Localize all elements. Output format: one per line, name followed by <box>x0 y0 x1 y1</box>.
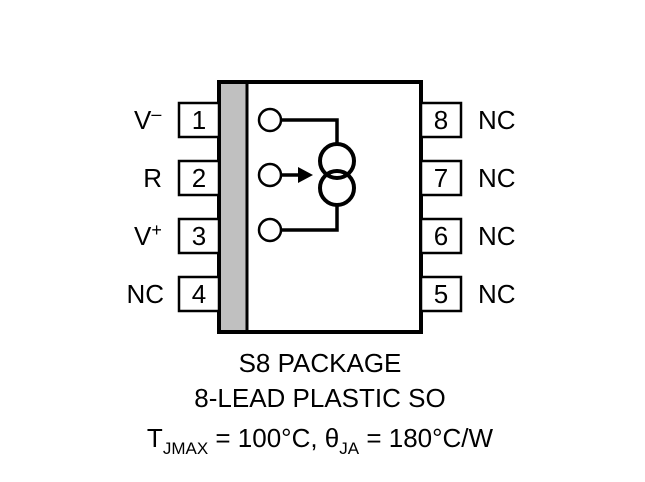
pin-label-2: R <box>143 163 162 193</box>
pin-number-7: 7 <box>434 163 448 193</box>
pin-number-5: 5 <box>434 279 448 309</box>
pin-box-1 <box>177 101 221 139</box>
pin-number-4: 4 <box>192 279 206 309</box>
pin-label-7: NC <box>478 163 516 193</box>
pin-box-8 <box>419 101 463 139</box>
pin-box-4 <box>177 275 221 313</box>
thermal-theta-symbol: θ <box>325 423 339 453</box>
terminal-circle-1 <box>257 107 283 133</box>
thermal-theta-value: = 180°C/W <box>359 423 493 453</box>
pin-number-2: 2 <box>192 163 206 193</box>
pin-label-1-main: V <box>134 105 152 135</box>
pin-number-6: 6 <box>434 221 448 251</box>
thermal-t-value: = 100°C, <box>208 423 325 453</box>
terminal-circle-3 <box>257 217 283 243</box>
adjust-arrowhead-icon <box>298 167 313 183</box>
thermal-t-subscript: JMAX <box>163 439 208 458</box>
current-source-lower-ring <box>318 169 356 207</box>
pin-label-3-main: V <box>134 221 152 251</box>
pin-number-3: 3 <box>192 221 206 251</box>
pin-label-1: V– <box>134 104 161 135</box>
current-source-upper-ring <box>318 142 356 180</box>
pin-box-6 <box>419 217 463 255</box>
thermal-t-symbol: T <box>147 423 163 453</box>
pin-label-6: NC <box>478 221 516 251</box>
wire-bottom <box>281 204 339 232</box>
pin-label-4: NC <box>126 279 164 309</box>
wire-top <box>281 118 339 145</box>
package-caption-line1: S8 PACKAGE <box>239 348 402 378</box>
pin-number-1: 1 <box>192 105 206 135</box>
pin-number-8: 8 <box>434 105 448 135</box>
pin-label-3-sup: + <box>151 220 162 240</box>
thermal-spec: TJMAX = 100°C, θJA = 180°C/W <box>147 423 494 458</box>
terminal-circle-2 <box>257 162 283 188</box>
pin-box-5 <box>419 275 463 313</box>
pin-label-3: V+ <box>134 220 162 251</box>
thermal-theta-subscript: JA <box>339 439 360 458</box>
pin1-indicator-stripe <box>221 84 247 330</box>
pin-box-2 <box>177 159 221 197</box>
package-caption-line2: 8-LEAD PLASTIC SO <box>194 383 445 413</box>
pin-label-5: NC <box>478 279 516 309</box>
pin-label-8: NC <box>478 105 516 135</box>
pin-label-1-sup: – <box>151 104 161 124</box>
package-body <box>217 80 423 334</box>
pin-box-7 <box>419 159 463 197</box>
pin-box-3 <box>177 217 221 255</box>
